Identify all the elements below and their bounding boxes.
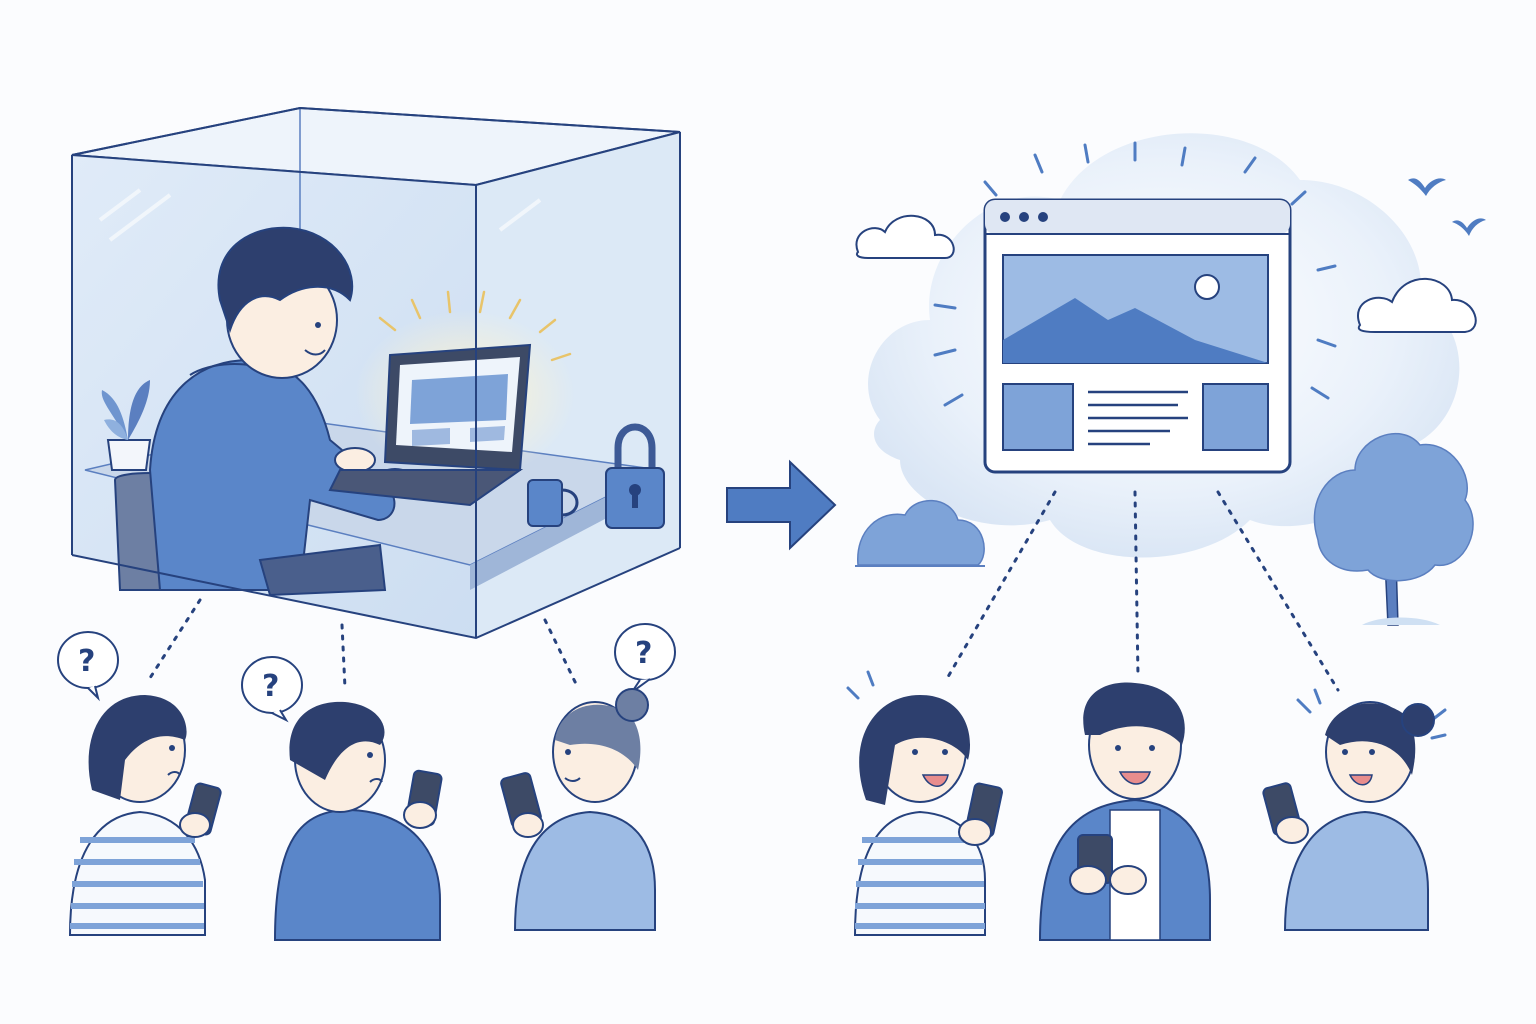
- bush-icon: [855, 499, 985, 567]
- tree-icon: [1313, 433, 1474, 626]
- small-cloud-right: [1357, 277, 1477, 333]
- dotted-connectors-right: [943, 490, 1340, 692]
- mug-icon: [527, 479, 579, 527]
- glow-dashes: [933, 141, 1337, 407]
- small-cloud-left: [855, 214, 955, 259]
- question-bubble-2: ?: [241, 656, 303, 723]
- laptop-icon: [328, 310, 575, 507]
- confused-person-3: [500, 688, 656, 931]
- confused-person-2: [273, 701, 443, 941]
- glass-box-front-edges: [71, 106, 681, 640]
- happy-person-2: [1038, 682, 1211, 941]
- question-mark: ?: [262, 669, 279, 704]
- happy-person-1: [846, 670, 1003, 936]
- bird-icon: [1408, 178, 1486, 236]
- question-bubble-3: ?: [614, 623, 676, 693]
- person-working: [148, 226, 414, 597]
- right-arrow-icon: [726, 459, 837, 551]
- padlock-icon: [605, 423, 665, 529]
- question-mark: ?: [78, 644, 95, 679]
- confused-person-1: [68, 695, 222, 936]
- glass-reflections: [98, 188, 542, 242]
- dotted-connectors-left: [148, 598, 580, 690]
- happy-person-3: [1262, 688, 1447, 931]
- browser-window-icon: [983, 198, 1292, 474]
- question-bubble-1: ?: [57, 631, 119, 702]
- question-mark: ?: [635, 636, 652, 671]
- potted-plant-icon: [101, 380, 152, 471]
- glow-lines: [378, 290, 572, 362]
